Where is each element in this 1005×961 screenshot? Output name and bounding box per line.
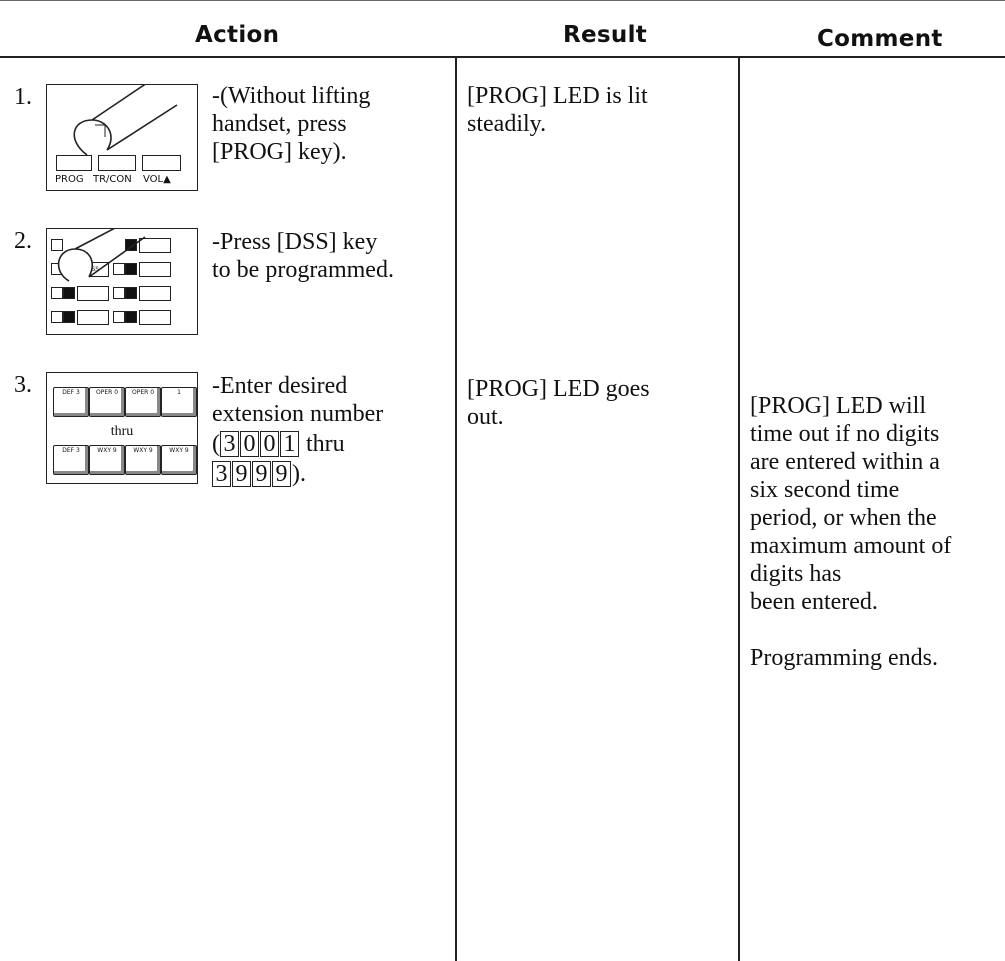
dial-key: DEF 3 (53, 387, 89, 417)
dial-key: WXY 9 (125, 445, 161, 475)
step-2-action-line-2: to be programmed. (212, 257, 394, 283)
comment-spacer (750, 616, 951, 644)
digit-key: 9 (272, 461, 291, 487)
led (51, 311, 63, 323)
led (113, 287, 125, 299)
step-2-number: 2. (14, 228, 32, 254)
step-1-action: -(Without lifting handset, press [PROG] … (212, 82, 370, 166)
step-1-action-line-1: -(Without lifting (212, 83, 371, 109)
led (125, 287, 137, 299)
dss-key (139, 310, 171, 325)
step-1-result-line-2: steadily. (467, 111, 547, 137)
dss-key (77, 286, 109, 301)
step-2-illustration: DSS (46, 228, 198, 335)
dial-key: WXY 9 (89, 445, 125, 475)
close-paren: ). (292, 461, 306, 487)
digit-key: 9 (232, 461, 251, 487)
comment-line: period, or when the (750, 505, 937, 531)
header-rule (0, 56, 1005, 58)
digit-key: 9 (252, 461, 271, 487)
dss-key (139, 238, 171, 253)
finger-icon (73, 85, 178, 155)
step-3-action-line-2: extension number (212, 401, 384, 427)
step-1-illustration: PROG TR/CON VOL▲ (46, 84, 198, 191)
dial-key: OPER 0 (125, 387, 161, 417)
dss-key (139, 262, 171, 277)
thru-label: thru (306, 431, 345, 457)
comment-line: been entered. (750, 589, 878, 615)
step-3-result: [PROG] LED goes out. (467, 375, 650, 431)
step-1-number: 1. (14, 84, 32, 110)
dss-key (77, 310, 109, 325)
led (113, 263, 125, 275)
step-1-result: [PROG] LED is lit steadily. (467, 82, 648, 138)
led (51, 239, 63, 251)
step-1-action-line-3: [PROG] key). (212, 139, 347, 165)
comment-line: [PROG] LED will (750, 393, 926, 419)
step-2-action-line-1: -Press [DSS] key (212, 229, 378, 255)
led (51, 287, 63, 299)
step-3-action-line-1: -Enter desired (212, 373, 348, 399)
digit-key: 1 (280, 431, 299, 457)
vol-label: VOL▲ (143, 174, 171, 185)
header-result: Result (563, 22, 648, 48)
digit-key: 3 (220, 431, 239, 457)
header-comment: Comment (817, 26, 943, 52)
finger-icon (57, 229, 146, 282)
trcon-key (98, 155, 136, 171)
step-3-result-line-2: out. (467, 404, 504, 430)
led (63, 311, 75, 323)
step-1-result-line-1: [PROG] LED is lit (467, 83, 648, 109)
header-action: Action (195, 22, 280, 48)
dial-key: WXY 9 (161, 445, 197, 475)
led (63, 287, 75, 299)
step-1-action-line-2: handset, press (212, 111, 347, 137)
step-3-number: 3. (14, 372, 32, 398)
digit-key: 3 (212, 461, 231, 487)
led (125, 239, 137, 251)
dss-key (139, 286, 171, 301)
open-paren: ( (212, 431, 220, 457)
vol-key (142, 155, 181, 171)
illustration-thru-label: thru (110, 424, 134, 439)
step-3-result-line-1: [PROG] LED goes (467, 376, 650, 402)
trcon-label: TR/CON (93, 174, 132, 185)
led (125, 263, 137, 275)
led (113, 311, 125, 323)
dial-key: DEF 3 (53, 445, 89, 475)
digit-key: 0 (240, 431, 259, 457)
dial-key: 1 (161, 387, 197, 417)
prog-key (56, 155, 92, 171)
comment-line: maximum amount of (750, 533, 952, 559)
prog-label: PROG (55, 174, 84, 185)
dial-key: OPER 0 (89, 387, 125, 417)
column-divider-2 (738, 58, 740, 961)
column-divider-1 (455, 58, 457, 961)
step-2-action: -Press [DSS] key to be programmed. (212, 228, 394, 284)
comment-line: time out if no digits (750, 421, 940, 447)
step-3-comment: [PROG] LED will time out if no digits ar… (750, 392, 951, 672)
programming-ends-note: Programming ends. (750, 645, 938, 671)
top-rule (0, 0, 1005, 1)
led (125, 311, 137, 323)
comment-line: digits has (750, 561, 842, 587)
comment-line: are entered within a (750, 449, 940, 475)
step-3-illustration: DEF 3 OPER 0 OPER 0 1 thru DEF 3 WXY 9 W… (46, 372, 198, 484)
comment-line: six second time (750, 477, 900, 503)
digit-key: 0 (260, 431, 279, 457)
